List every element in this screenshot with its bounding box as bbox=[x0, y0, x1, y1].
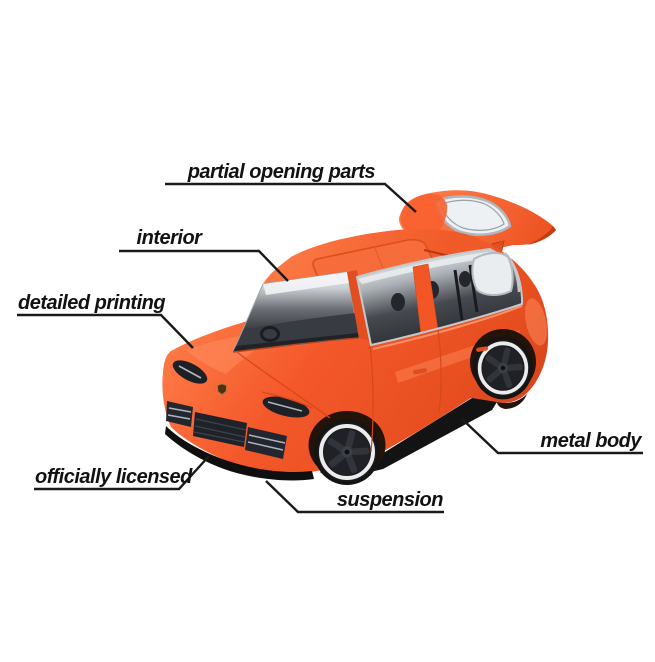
headrest-1 bbox=[391, 293, 405, 311]
callout-label-partial-opening-parts: partial opening parts bbox=[187, 161, 376, 183]
steering-wheel bbox=[260, 326, 280, 342]
callout-line-detailed-printing bbox=[17, 313, 194, 349]
rear-quarter-highlight bbox=[525, 298, 547, 346]
rear-window bbox=[471, 252, 514, 296]
front-intake-left bbox=[166, 401, 193, 427]
front-grille-slats bbox=[193, 418, 247, 443]
windshield-reflection bbox=[263, 272, 349, 295]
callout-line-partial-opening-parts bbox=[165, 182, 417, 213]
wipers bbox=[245, 336, 353, 350]
headrest-3 bbox=[459, 271, 471, 287]
tailgate-spoiler-underside bbox=[527, 226, 556, 245]
front-splitter bbox=[165, 426, 314, 481]
front-wheel bbox=[312, 417, 382, 487]
callout-line-suspension bbox=[265, 480, 444, 514]
callout-detailed-printing: detailed printing bbox=[17, 292, 194, 349]
callout-label-suspension: suspension bbox=[337, 489, 443, 511]
tailgate-near-corner bbox=[400, 193, 448, 238]
front-intake-left-stripes bbox=[167, 407, 192, 420]
callout-label-interior: interior bbox=[137, 227, 204, 249]
tailgate-window bbox=[434, 195, 512, 236]
rear-wheel bbox=[471, 334, 535, 402]
brand-badge bbox=[217, 383, 227, 395]
headlight-left-glint bbox=[178, 365, 202, 379]
rear-bumper-shadow bbox=[497, 394, 527, 409]
callout-interior: interior bbox=[119, 227, 289, 282]
a-pillar bbox=[347, 270, 371, 341]
callout-label-metal-body: metal body bbox=[540, 430, 642, 452]
callout-line-officially-licensed bbox=[34, 455, 210, 491]
callout-suspension: suspension bbox=[265, 480, 444, 514]
callout-officially-licensed: officially licensed bbox=[34, 455, 210, 491]
dashboard bbox=[236, 313, 358, 346]
rocker-panel bbox=[320, 398, 497, 481]
front-intake-right-stripes bbox=[247, 434, 286, 451]
beltline-highlight bbox=[372, 305, 523, 350]
front-door-seam bbox=[369, 345, 374, 453]
rear-door-seam bbox=[437, 329, 442, 413]
door-handle-front bbox=[413, 368, 427, 375]
callout-line-interior bbox=[119, 249, 289, 282]
front-intake-right bbox=[245, 427, 287, 459]
windshield bbox=[232, 271, 360, 353]
toy-car-illustration bbox=[162, 190, 556, 487]
callout-partial-opening-parts: partial opening parts bbox=[165, 161, 417, 213]
cowl-line bbox=[232, 337, 360, 353]
callout-line-metal-body bbox=[460, 417, 643, 455]
c-pillar-lines bbox=[453, 264, 479, 321]
bumper-crease bbox=[261, 391, 313, 409]
callouts: partial opening parts interior detailed … bbox=[17, 161, 643, 514]
callout-label-officially-licensed: officially licensed bbox=[35, 466, 193, 488]
window-trim bbox=[355, 247, 523, 347]
door-handle-rear bbox=[476, 346, 488, 352]
sunroof-seam bbox=[373, 245, 384, 269]
fender-seam bbox=[236, 351, 331, 419]
callout-metal-body: metal body bbox=[460, 417, 643, 455]
front-fascia bbox=[166, 360, 313, 459]
tailgate-window-inner-line bbox=[441, 199, 505, 231]
headlight-right-glint bbox=[267, 401, 303, 412]
callout-label-detailed-printing: detailed printing bbox=[18, 292, 165, 314]
